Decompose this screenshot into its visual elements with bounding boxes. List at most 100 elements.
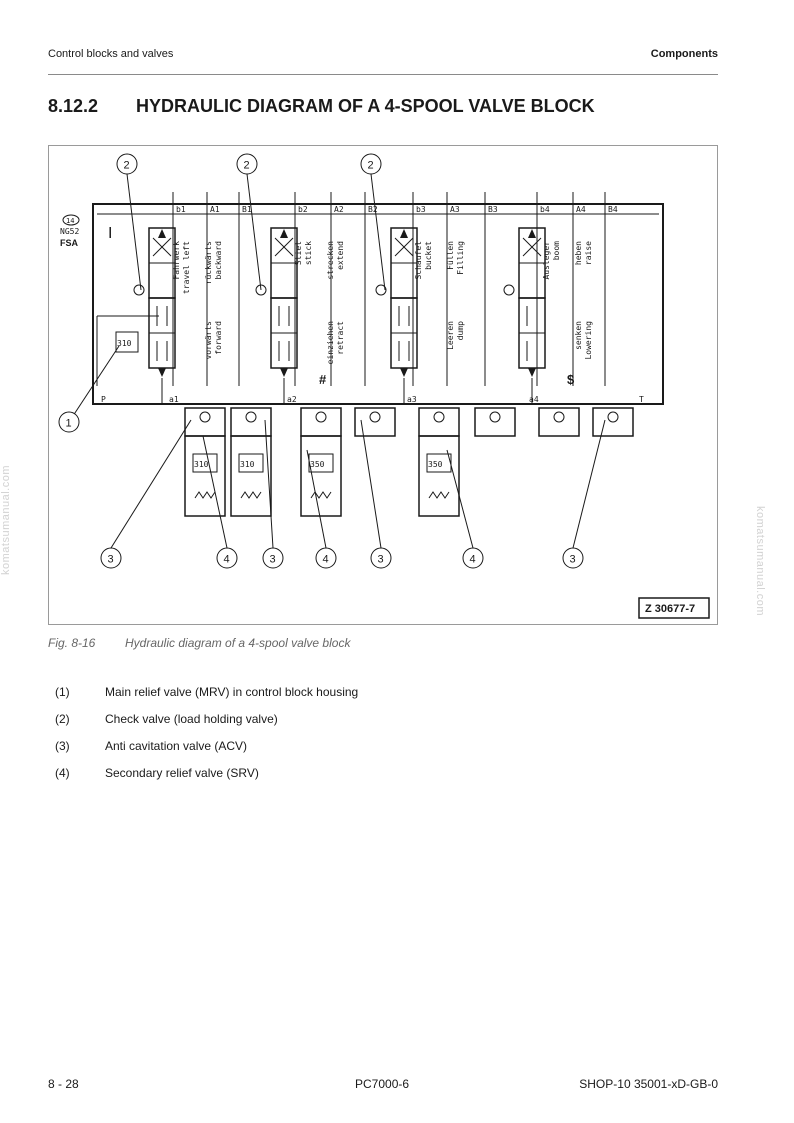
srv-setting: 350 (310, 460, 325, 469)
callout-top-circle (236, 153, 258, 175)
check-valve (503, 284, 515, 296)
function-label-en: travel left (182, 241, 191, 294)
srv-setting: 350 (428, 460, 443, 469)
callout-top: 2 (124, 160, 130, 172)
leader-line (126, 173, 142, 291)
port-label-b4: b4 (540, 205, 550, 214)
callout-bottom: 3 (570, 554, 576, 566)
function-label-de: Ausleger (542, 241, 551, 280)
legend-number: (2) (55, 712, 70, 726)
block-code: NG52 (60, 227, 79, 236)
legend-number: (1) (55, 685, 70, 699)
footer-model: PC7000-6 (355, 1077, 410, 1091)
legend-number: (3) (55, 739, 70, 753)
port-label-b3: b3 (416, 205, 426, 214)
callout-left: 1 (66, 418, 72, 430)
spool-arrow-down (158, 368, 166, 377)
spool-arrow-down (280, 368, 288, 377)
direction-label-en: Filling (456, 241, 465, 275)
legend-text: Secondary relief valve (SRV) (105, 766, 259, 780)
leader-line (370, 173, 386, 291)
anti-cavitation-valve (607, 411, 619, 423)
page-title: HYDRAULIC DIAGRAM OF A 4-SPOOL VALVE BLO… (136, 96, 595, 116)
port-label-B2: B2 (368, 205, 378, 214)
leader-line (306, 449, 327, 549)
direction-label-de: Leeren (446, 321, 455, 350)
port-label-B4: B4 (608, 205, 618, 214)
drawing-id: Z 30677-7 (645, 603, 695, 615)
callout-bottom: 3 (378, 554, 384, 566)
function-label-de: Fahrwerk (172, 241, 181, 280)
watermark-right: komatsumanual.com (754, 506, 766, 616)
anti-cavitation-valve (369, 411, 381, 423)
callout-bottom: 4 (224, 554, 230, 566)
port-label-b2: b2 (298, 205, 308, 214)
leader-line (246, 173, 262, 291)
anti-cavitation-valve (553, 411, 565, 423)
callout-top: 2 (368, 160, 374, 172)
port-label-T: T (639, 395, 644, 404)
callout-bottom-circle (100, 547, 122, 569)
anti-cavitation-valve (199, 411, 211, 423)
srv-box (238, 453, 264, 473)
legend-text: Check valve (load holding valve) (105, 712, 278, 726)
leader-line (446, 449, 474, 549)
srv-box (426, 453, 452, 473)
port-label-B3: B3 (488, 205, 498, 214)
port-label-A1: A1 (210, 205, 220, 214)
direction-label-en: retract (336, 321, 345, 355)
port-label-P: P (101, 395, 106, 404)
srv-housing (230, 435, 272, 517)
function-label-en: boom (552, 241, 561, 260)
spool-cross (274, 237, 294, 257)
callout-bottom-circle (216, 547, 238, 569)
direction-label-de: strecken (326, 241, 335, 280)
direction-label-de: rückwärts (204, 241, 213, 285)
leader-line (264, 419, 274, 549)
callout-bottom-circle (262, 547, 284, 569)
srv-housing (418, 435, 460, 517)
srv-housing (300, 435, 342, 517)
port-label-a2: a2 (287, 395, 297, 404)
anti-cavitation-valve (245, 411, 257, 423)
direction-label-en: raise (584, 241, 593, 265)
callout-bottom: 3 (270, 554, 276, 566)
leader-line (202, 435, 228, 549)
section-mark: $ (567, 372, 575, 387)
anti-cavitation-valve (315, 411, 327, 423)
section-mark: # (319, 372, 327, 387)
spool-arrow-down (400, 368, 408, 377)
spool-cross (522, 237, 542, 257)
callout-bottom-circle (315, 547, 337, 569)
block-tag: 14 (66, 217, 74, 225)
callout-top: 2 (244, 160, 250, 172)
figure-number: Fig. 8-16 (48, 636, 96, 650)
legend-number: (4) (55, 766, 70, 780)
spool-arrow-up (280, 229, 288, 238)
srv-spring (310, 491, 332, 499)
srv-housing (184, 435, 226, 517)
srv-spring (194, 491, 216, 499)
port-label-A2: A2 (334, 205, 344, 214)
spool-arrow-up (528, 229, 536, 238)
port-label-a4: a4 (529, 395, 539, 404)
valve-block-housing (92, 203, 664, 405)
callout-top-circle (360, 153, 382, 175)
leader-line (110, 419, 192, 549)
mrv-setting: 310 (117, 339, 132, 348)
watermark-left: komatsumanual.com (0, 465, 12, 575)
callout-bottom-circle (370, 547, 392, 569)
header-chapter: Components (650, 48, 718, 60)
port-label-a3: a3 (407, 395, 417, 404)
legend-text: Main relief valve (MRV) in control block… (105, 685, 359, 699)
anti-cavitation-valve (433, 411, 445, 423)
direction-label-de: vorwärts (204, 321, 213, 360)
direction-label-en: backward (214, 241, 223, 280)
callout-top-circle (116, 153, 138, 175)
srv-spring (428, 491, 450, 499)
callout-bottom: 3 (108, 554, 114, 566)
footer-page-number: 8 - 28 (48, 1077, 79, 1091)
spool-arrow-up (400, 229, 408, 238)
legend-text: Anti cavitation valve (ACV) (105, 739, 248, 753)
direction-label-en: forward (214, 321, 223, 355)
